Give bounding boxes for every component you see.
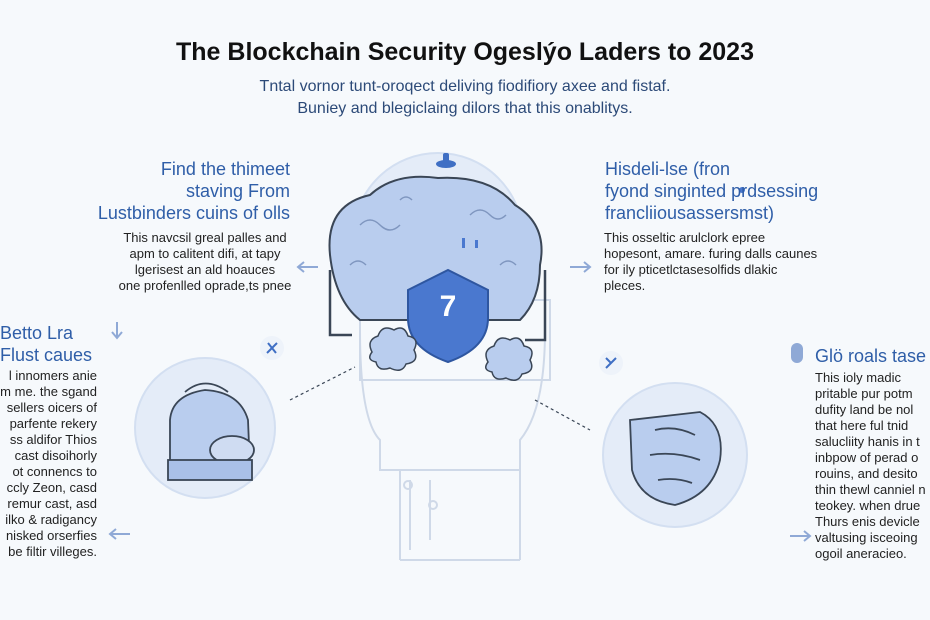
heading-line: Lustbinders cuins of olls	[97, 203, 290, 223]
cap-icon	[436, 153, 456, 168]
hand-illustration	[629, 411, 722, 506]
heading-line: staving From	[185, 181, 290, 201]
heading-line: Hisdeli-lse (fron	[605, 159, 731, 179]
body-line: that here ful tnid	[815, 418, 909, 433]
right-fluffy-ball	[485, 337, 533, 381]
body-line: ss aldifor Thios	[9, 432, 97, 447]
body-line: remur cast, asd	[7, 496, 97, 511]
heading-line: Flust caues	[0, 345, 93, 365]
body-line: rouins, and desito	[815, 466, 918, 481]
wrench-icon	[260, 336, 284, 360]
top-left-heading: Find the thimeet staving From Lustbinder…	[40, 158, 290, 224]
marker-icon	[791, 343, 803, 363]
body-line: This osseltic arulclork epree	[604, 230, 766, 245]
brain-texture	[349, 196, 517, 266]
body-line: pritable pur potm	[815, 386, 913, 401]
shield-icon	[407, 268, 489, 364]
body-line: sellers oicers of	[6, 400, 97, 415]
heading-line: fyond singinted prdsessing	[605, 181, 819, 201]
body-line: teokey. when drue	[815, 498, 921, 513]
body-line: ccly Zeon, casd	[6, 480, 97, 495]
figure-outline	[359, 299, 551, 561]
body-line: This ioly madic	[815, 370, 901, 385]
left-bracket	[328, 270, 352, 337]
body-line: valtusing isceoing	[815, 530, 918, 545]
top-right-body: This osseltic arulclork epree hopesont, …	[604, 230, 854, 294]
subtitle-line: Tntal vornor tunt-oroqect deliving fiodi…	[259, 78, 671, 95]
subtitle-line: Buniey and blegiclaing dilors that this …	[297, 100, 633, 117]
page-subtitle: Tntal vornor tunt-oroqect deliving fiodi…	[140, 76, 790, 120]
body-line: ilko & radigancy	[5, 512, 97, 527]
body-line: dufity land be nol	[815, 402, 914, 417]
body-line: m me. the sgand	[0, 384, 97, 399]
right-bracket	[525, 270, 547, 342]
body-line: nisked orserfies	[5, 528, 97, 543]
body-line: lgerisest an ald hoauces	[134, 262, 276, 277]
shield-number: 7	[439, 290, 457, 323]
body-line: l innomers anie	[8, 368, 97, 383]
backpack-illustration	[167, 382, 255, 481]
left-heading: Betto Lra Flust caues	[0, 322, 110, 366]
body-line: cast disoihorly	[14, 448, 97, 463]
body-line: ogoil aneracieo.	[815, 546, 907, 561]
body-line: pleces.	[604, 278, 646, 293]
body-line: Thurs enis devicle	[815, 514, 920, 529]
heading-line: Betto Lra	[0, 323, 74, 343]
body-line: This navcsil greal palles and	[123, 230, 287, 245]
dashed-connectors	[289, 366, 591, 431]
heading-line: francliiousassersmst)	[605, 203, 775, 223]
body-line: inbpow of perad o	[815, 450, 919, 465]
tool-icon	[599, 351, 623, 375]
body-line: salucliity hanis in t	[815, 434, 920, 449]
body-line: for ily pticetlctasesolfids dlakic	[604, 262, 778, 277]
body-line: parfente rekery	[9, 416, 97, 431]
body-line: one profenlled oprade,ts pnee	[118, 278, 292, 293]
left-body: l innomers anie m me. the sgand sellers …	[0, 368, 97, 560]
sparkle-marks	[462, 187, 745, 248]
left-fluffy-ball	[369, 327, 417, 371]
arrow-icons	[108, 261, 812, 542]
heading-line: Find the thimeet	[160, 159, 290, 179]
body-line: ot connencs to	[12, 464, 97, 479]
top-right-heading: Hisdeli-lse (fron fyond singinted prdses…	[605, 158, 865, 224]
body-line: thin thewl canniel n	[815, 482, 926, 497]
body-line: hopesont, amare. furing dalls caunes	[604, 246, 818, 261]
page-title: The Blockchain Security Ogeslýo Laders t…	[176, 38, 754, 66]
top-left-body: This navcsil greal palles and apm to cal…	[100, 230, 310, 294]
right-heading: Glö roals tase	[815, 346, 927, 366]
body-line: be filtir villeges.	[8, 544, 97, 559]
body-line: apm to calitent difi, at tapy	[129, 246, 281, 261]
right-body: This ioly madic pritable pur potm dufity…	[815, 370, 930, 562]
